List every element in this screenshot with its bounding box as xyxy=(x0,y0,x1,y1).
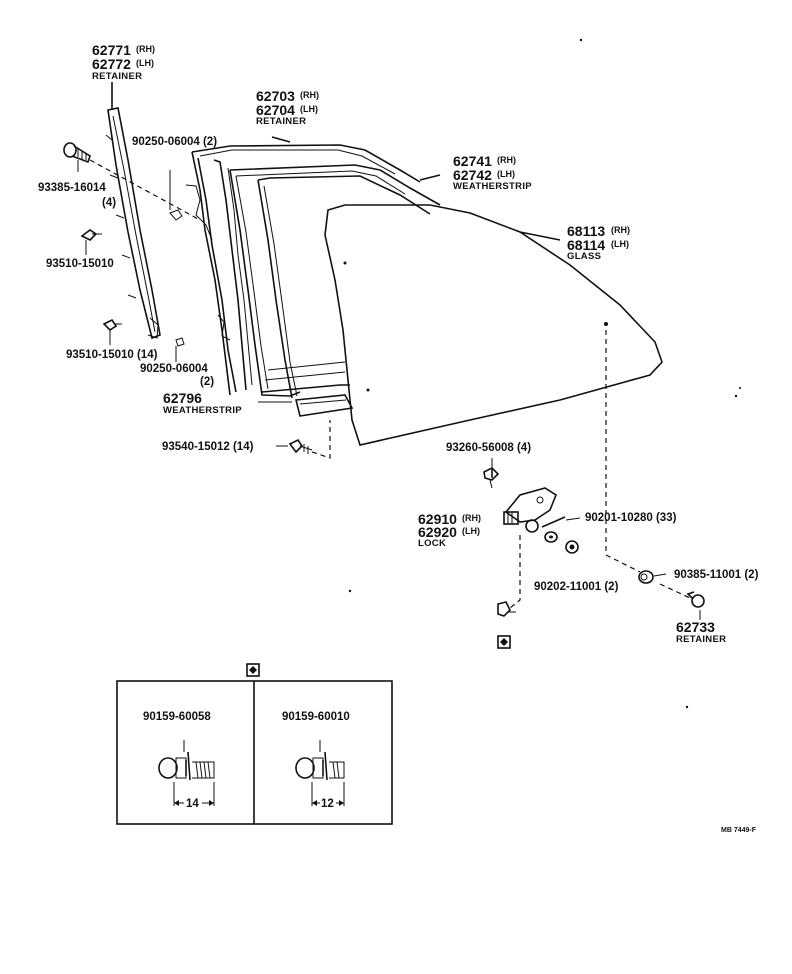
weatherstrip-lower-name: WEATHERSTRIP xyxy=(163,405,242,416)
fastener-90250-top-label: 90250-06004 (2) xyxy=(132,136,217,148)
glass-name: GLASS xyxy=(567,251,601,262)
fastener-93385-label: 93385-16014 xyxy=(38,182,106,194)
inset-left-part-number: 90159-60058 xyxy=(143,711,211,723)
leader-lines xyxy=(77,160,701,620)
retainer-front-lh-tag: (LH) xyxy=(136,58,154,68)
weatherstrip-rh-tag: (RH) xyxy=(497,155,516,165)
glass-lh-number: 68114 xyxy=(567,237,605,253)
print-specks xyxy=(348,38,741,709)
weatherstrip-rh-number: 62741 xyxy=(453,153,492,169)
fastener-90385-label: 90385-11001 (2) xyxy=(674,569,759,581)
inset-left-dimension: 14 xyxy=(174,798,214,810)
retainer-top-rh-tag: (RH) xyxy=(300,90,319,100)
retainer-top-name: RETAINER xyxy=(256,116,306,127)
weatherstrip-lh-number: 62742 xyxy=(453,167,492,183)
glass-rh-number: 68113 xyxy=(567,223,605,239)
left-fasteners xyxy=(63,142,313,454)
lock-name: LOCK xyxy=(418,538,446,549)
glass-lh-tag: (LH) xyxy=(611,239,629,249)
inset-right-dim-value: 12 xyxy=(321,798,334,810)
lock-lh-tag: (LH) xyxy=(462,526,480,536)
lock-rh-number: 62910 xyxy=(418,511,457,527)
fastener-93510-14-label: 93510-15010 (14) xyxy=(66,349,158,361)
retainer-front-rh-number: 62771 xyxy=(92,42,131,58)
fastener-93510-label: 93510-15010 xyxy=(46,258,114,270)
fastener-93260-label: 93260-56008 (4) xyxy=(446,442,531,454)
inset-box xyxy=(116,663,393,825)
retainer-top-rh-number: 62703 xyxy=(256,88,295,104)
inset-right-bolt xyxy=(295,751,345,806)
front-retainer-strip xyxy=(105,82,161,340)
glass-rh-tag: (RH) xyxy=(611,225,630,235)
assembly-lines xyxy=(89,159,691,609)
retainer-front-name: RETAINER xyxy=(92,71,142,82)
lock-rh-tag: (RH) xyxy=(462,513,481,523)
fastener-93385-qty: (4) xyxy=(102,197,116,209)
lock-assembly xyxy=(483,467,705,649)
lock-lh-number: 62920 xyxy=(418,524,457,540)
retainer-top-lh-number: 62704 xyxy=(256,102,295,118)
retainer-small-number: 62733 xyxy=(676,619,715,635)
inset-right-dimension: 12 xyxy=(312,798,344,810)
fastener-90250-bottom-label: 90250-06004 xyxy=(140,363,208,375)
retainer-top-lh-tag: (LH) xyxy=(300,104,318,114)
retainer-small-name: RETAINER xyxy=(676,634,726,645)
fastener-90201-label: 90201-10280 (33) xyxy=(585,512,677,524)
retainer-front-lh-number: 62772 xyxy=(92,56,131,72)
retainer-front-rh-tag: (RH) xyxy=(136,44,155,54)
weatherstrip-lh-tag: (LH) xyxy=(497,169,515,179)
inset-right-part-number: 90159-60010 xyxy=(282,711,350,723)
fastener-93540-label: 93540-15012 (14) xyxy=(162,441,254,453)
quarter-glass xyxy=(324,204,663,446)
inset-left-dim-value: 14 xyxy=(186,798,199,810)
retainer-frame xyxy=(185,136,421,396)
weatherstrip-lower-number: 62796 xyxy=(163,390,202,406)
weatherstrip-name: WEATHERSTRIP xyxy=(453,181,532,192)
drawing-code: MB 7449-F xyxy=(721,827,757,834)
inset-left-bolt xyxy=(158,751,215,806)
weatherstrip-main xyxy=(229,164,441,417)
fastener-90202-label: 90202-11001 (2) xyxy=(534,581,619,593)
fastener-90250-bottom-qty: (2) xyxy=(200,376,214,388)
